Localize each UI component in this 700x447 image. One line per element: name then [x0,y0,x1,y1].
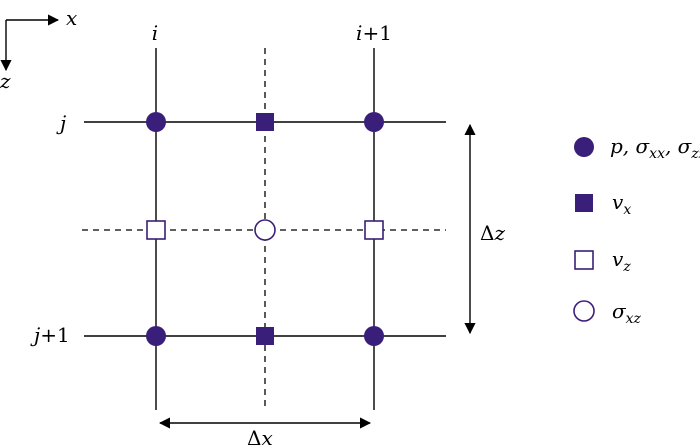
legend-vx-icon [575,194,593,212]
dz-label: Δz [480,221,505,245]
marker-vz-2 [364,220,384,240]
legend-sxz-icon [573,300,595,322]
legend-vz-icon [574,250,594,270]
legend-sxz-label: σxz [612,299,642,327]
z-axis-label: z [0,69,11,93]
row-label-j: j [56,111,66,135]
marker-stress-1 [146,112,166,132]
legend-vz-label: vz [612,247,631,275]
marker-stress-4 [364,326,384,346]
legend-stress-icon [574,137,594,157]
marker-stress-3 [146,326,166,346]
marker-vx-2 [256,327,274,345]
marker-stress-2 [364,112,384,132]
row-label-j-plus-1: j+1 [30,323,70,347]
legend-stress-label: p, σxx, σzz [610,134,700,162]
legend: p, σxx, σzz vx vz σxz [573,134,700,327]
marker-sxz [254,219,276,241]
x-axis-label: x [66,6,77,30]
legend-vx-label: vx [612,190,631,218]
dx-label: Δx [247,426,273,447]
col-label-i: i [152,21,158,45]
col-label-i-plus-1: i+1 [356,21,392,45]
marker-vx-1 [256,113,274,131]
marker-vz-1 [146,220,166,240]
axes-indicator: x z [0,6,77,93]
